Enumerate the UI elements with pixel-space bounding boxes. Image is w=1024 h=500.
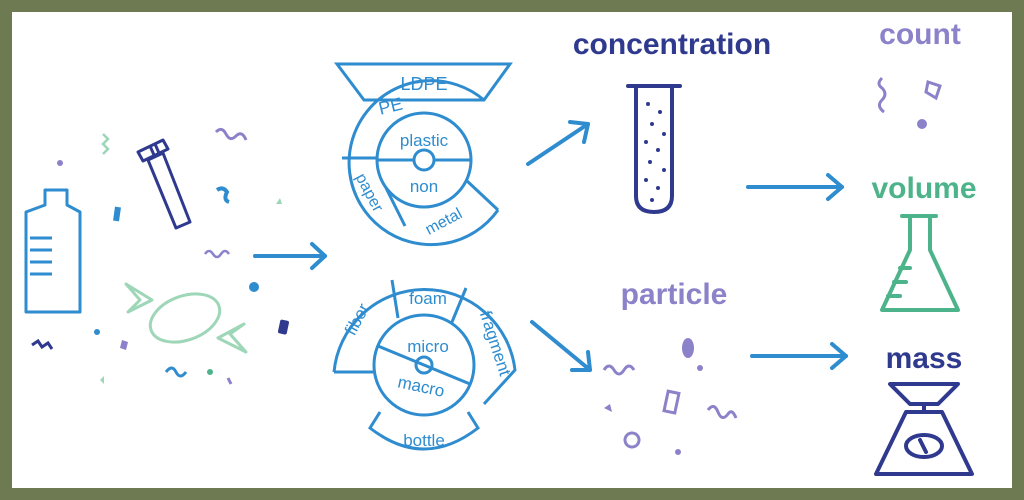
polymer-non-label: non (410, 177, 438, 196)
arrow-to-particle (530, 320, 592, 372)
particle-label: particle (621, 278, 728, 311)
arrow-to-mass (750, 342, 848, 370)
arrow-to-concentration (526, 120, 590, 166)
straw-icon (136, 138, 192, 230)
bottle-icon (24, 188, 82, 314)
form-foam-label: foam (409, 289, 447, 308)
scale-icon (874, 382, 974, 476)
arrow-to-volume (746, 173, 844, 201)
form-bottle-label: bottle (403, 431, 445, 450)
polymer-metal-label: metal (423, 205, 466, 238)
arrow-to-wheels (253, 242, 327, 270)
flask-icon (880, 214, 960, 312)
form-wheel (332, 279, 517, 451)
candy-wrapper-icon (124, 282, 248, 354)
form-fiber-label: fiber (341, 300, 373, 338)
count-debris (877, 76, 942, 129)
form-micro-label: micro (407, 337, 449, 356)
particle-debris (602, 338, 738, 455)
polymer-wheel (334, 62, 513, 247)
polymer-plastic-label: plastic (400, 131, 449, 150)
polymer-pe-label: PE (376, 94, 404, 119)
count-label: count (879, 18, 961, 51)
debris-bits-left (31, 127, 289, 385)
volume-label: volume (871, 172, 976, 205)
concentration-label: concentration (573, 28, 771, 61)
mass-label: mass (886, 342, 963, 375)
test-tube-icon (626, 84, 682, 214)
polymer-ldpe-label: LDPE (400, 74, 447, 94)
form-macro-label: macro (396, 372, 446, 400)
figure-frame (12, 12, 1012, 488)
